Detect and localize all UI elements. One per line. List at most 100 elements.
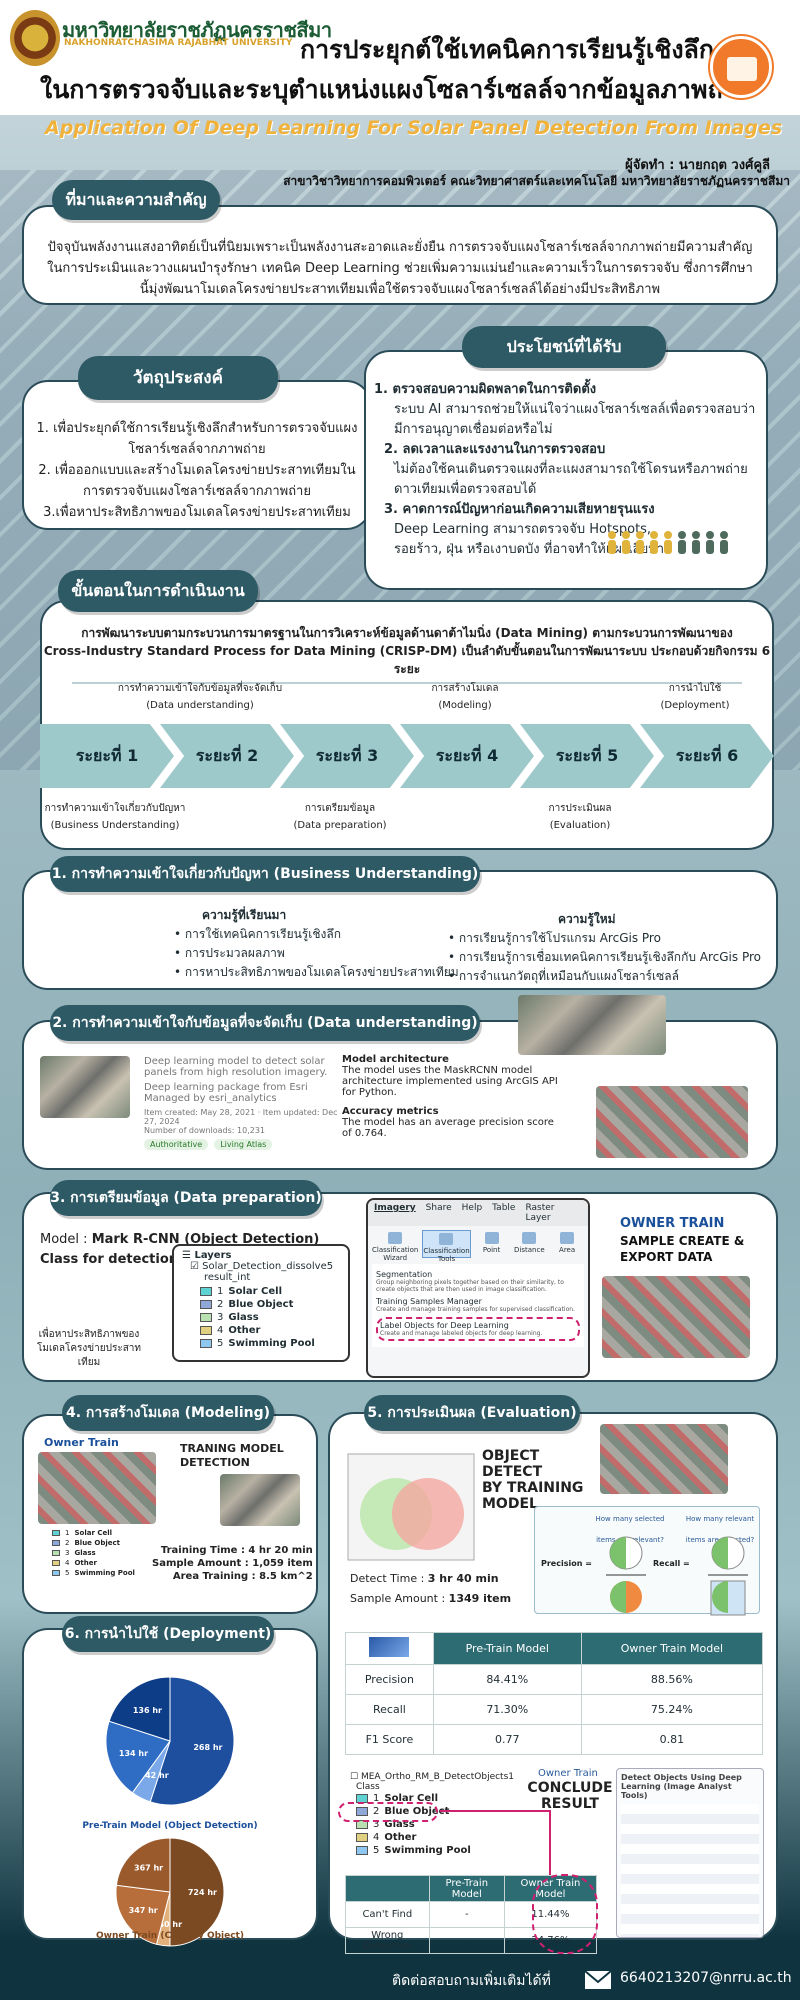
label-line: RESULT (541, 1796, 599, 1812)
layers-title: ☰ Layers (182, 1250, 232, 1261)
table-header-cell (345, 1632, 434, 1665)
label-text: การนำไปใช้ (668, 683, 722, 694)
sample-amount: Sample Amount : 1349 item (350, 1592, 511, 1605)
menu-item-desc: Create and manage training samples for s… (376, 1306, 575, 1313)
ribbon-tool[interactable]: Distance (512, 1230, 546, 1258)
label-text: (Modeling) (438, 700, 492, 711)
ribbon-tool[interactable]: Area (550, 1230, 584, 1258)
table-cell: Wrong Detection (345, 1927, 430, 1954)
legend-label: Solar Cell (384, 1793, 439, 1804)
legend-swatch (52, 1570, 60, 1576)
ribbon-tool[interactable]: Classification Wizard (372, 1230, 418, 1262)
ribbon-tab[interactable]: Help (461, 1203, 483, 1213)
ribbon-tab[interactable]: Imagery (374, 1203, 416, 1213)
legend-number: 1 (65, 1529, 70, 1537)
legend-label: Swimming Pool (384, 1845, 471, 1856)
pie-slice (105, 1720, 171, 1794)
label-line: DETECT (482, 1464, 543, 1480)
ribbon-tool[interactable]: Classification Tools (422, 1230, 471, 1263)
label-line: MODEL (482, 1496, 538, 1512)
label-text: (Evaluation) (549, 820, 611, 831)
pie-label: 347 hr (129, 1906, 158, 1915)
sample-amount-value: 1349 item (448, 1592, 512, 1605)
stat-training-time: Training Time : 4 hr 20 min (160, 1545, 313, 1556)
legend-swatch (52, 1560, 60, 1566)
object-detect-label: OBJECT DETECT BY TRAINING MODEL (482, 1448, 583, 1512)
layer-name[interactable]: ☑ Solar_Detection_dissolve5 (190, 1261, 334, 1272)
pie-slice (149, 1676, 235, 1806)
ribbon-tab[interactable]: Table (492, 1203, 516, 1213)
owner-train-tag: Owner Train (538, 1768, 598, 1779)
owner-train-title: OWNER TRAIN (620, 1216, 725, 1231)
pie-label: 367 hr (134, 1864, 163, 1873)
pie-label: 268 hr (193, 1743, 222, 1752)
prior-title: ความรู้ที่เรียนมา (202, 908, 287, 922)
highlight-oval (532, 1874, 598, 1954)
benefits-box: 1. ตรวจสอบความผิดพลาดในการติดตั้ง ระบบ A… (364, 350, 768, 590)
owner-train-sub1: SAMPLE CREATE & (620, 1234, 745, 1248)
ribbon-tab[interactable]: Raster Layer (525, 1203, 555, 1223)
legend-swatch (356, 1807, 368, 1816)
item-text: การเรียนรู้การใช้โปรแกรม ArcGis Pro (458, 931, 661, 945)
new-item: • การเรียนรู้การใช้โปรแกรม ArcGis Pro (448, 931, 661, 945)
sample-amount-label: Sample Amount : (350, 1592, 449, 1605)
stat-area: Area Training : 8.5 km^2 (172, 1571, 313, 1582)
legend-label: Solar Cell (74, 1529, 113, 1537)
class-label: Class for detection : (40, 1252, 188, 1267)
label-line: CONCLUDE (527, 1780, 613, 1796)
owner-train-sub2: EXPORT DATA (620, 1250, 713, 1264)
prior-item: • การประมวลผลภาพ (174, 946, 285, 960)
training-label-1: TRANING MODEL (180, 1442, 284, 1455)
table-cell: 0.77 (432, 1724, 582, 1755)
item-text: การประมวลผลภาพ (184, 946, 285, 960)
training-samples-image (602, 1276, 750, 1358)
new-item: • การจำแนกวัตถุที่เหมือนกับแผงโซลาร์เซลล… (448, 969, 679, 983)
legend-number: 3 (373, 1819, 380, 1830)
legend-swatch (200, 1313, 212, 1322)
ribbon-tab[interactable]: Share (425, 1203, 452, 1213)
table-cell: 88.56% (580, 1664, 764, 1695)
legend-number: 2 (373, 1806, 380, 1817)
legend-label: Solar Cell (228, 1286, 283, 1297)
legend-swatch (356, 1833, 368, 1842)
legend-label: Glass (384, 1819, 415, 1830)
layer-name-text: MEA_Ortho_RM_B_DetectObjects1 (360, 1772, 514, 1782)
venn-diagram (347, 1453, 475, 1561)
ribbon-tool[interactable]: Point (475, 1230, 509, 1258)
detect-time: Detect Time : 3 hr 40 min (350, 1572, 499, 1585)
legend-label: Swimming Pool (228, 1338, 315, 1349)
table-cell: F1 Score (345, 1724, 434, 1755)
model-label: Model : (40, 1232, 92, 1247)
precision-label: Precision = (541, 1559, 592, 1568)
department: สาขาวิชาวิทยาการคอมพิวเตอร์ คณะวิทยาศาสต… (283, 174, 790, 188)
phase-4: ระยะที่ 4 (400, 724, 534, 788)
process-heading: ขั้นตอนในการดำเนินงาน (58, 570, 258, 612)
university-name-th: มหาวิทยาลัยราชภัฏนครราชสีมา (62, 18, 332, 42)
legend-number: 4 (373, 1832, 380, 1843)
university-name-en: NAKHONRATCHASIMA RAJABHAT UNIVERSITY (64, 38, 293, 48)
legend-label: Blue Object (228, 1299, 294, 1310)
footer-email[interactable]: 6640213207@nrru.ac.th (620, 1970, 792, 1986)
item-text: การใช้เทคนิคการเรียนรู้เชิงลึก (184, 927, 342, 941)
precision-recall-panel: How many selected items are relevant? Ho… (534, 1506, 760, 1616)
badges: Authoritative Living Atlas (144, 1139, 344, 1150)
phase-3: ระยะที่ 3 (280, 724, 414, 788)
legend-number: 2 (65, 1539, 70, 1547)
legend-item: 1 Solar Cell (52, 1528, 135, 1538)
author: ผู้จัดทำ : นายกฤต วงศ์คูลี (625, 158, 770, 173)
conclude-label: CONCLUDE RESULT (520, 1780, 620, 1812)
